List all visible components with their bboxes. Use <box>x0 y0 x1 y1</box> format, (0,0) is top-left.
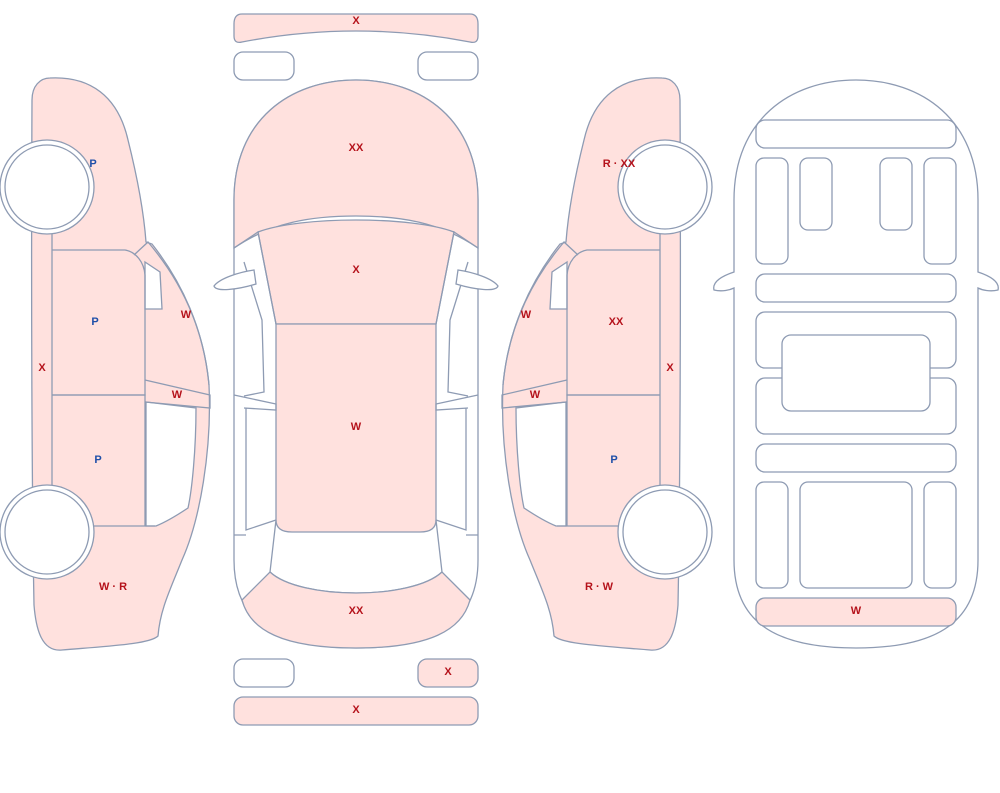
code-left-rear-door: P <box>94 454 101 466</box>
underside-left-inner-block[interactable] <box>799 157 833 231</box>
underside-front-bar[interactable] <box>755 119 957 149</box>
code-hood: XX <box>349 142 364 154</box>
underside-right-front-rail[interactable] <box>923 157 957 265</box>
code-rear-right-pad: X <box>444 666 452 678</box>
code-windshield: X <box>352 264 360 276</box>
top-left-mirror[interactable] <box>213 269 257 291</box>
rear-right-pad[interactable] <box>417 658 479 688</box>
underside-right-rear-rail[interactable] <box>923 481 957 589</box>
underside-rear-floor[interactable] <box>799 481 913 589</box>
underside-center-tunnel[interactable] <box>781 334 931 412</box>
left-side-view: P P P X W W W · R <box>0 77 211 651</box>
code-roof: W <box>351 421 362 433</box>
rear-bumper[interactable] <box>241 571 471 649</box>
right-b-pillar-outline <box>501 379 568 409</box>
underside-left-rear-rail[interactable] <box>755 481 789 589</box>
bottom-left-pad[interactable] <box>233 658 295 688</box>
underside-rear-panel[interactable] <box>755 597 957 627</box>
code-underside-rear-panel: W <box>851 605 862 617</box>
right-front-door-outline <box>566 249 660 396</box>
top-right-pillars <box>435 230 479 536</box>
code-rear-bumper: XX <box>349 605 364 617</box>
left-rear-window-cutout <box>145 401 197 527</box>
bottom-bar[interactable] <box>233 696 479 726</box>
code-right-b-pillar: W <box>530 389 541 401</box>
hood[interactable] <box>233 79 479 250</box>
code-left-upper-frame: W <box>181 309 192 321</box>
code-right-front-fender: R · XX <box>603 158 636 170</box>
code-trunk-spoiler: X <box>352 15 360 27</box>
left-upper-frame-outline <box>133 241 210 386</box>
code-right-upper-frame: W <box>521 309 532 321</box>
trunk-spoiler[interactable] <box>233 13 479 44</box>
top-view: X XX X W XX X X <box>213 13 499 726</box>
code-right-front-door: XX <box>609 316 624 328</box>
code-left-rear-quarter: W · R <box>99 581 127 593</box>
left-front-door-outline <box>52 249 146 396</box>
code-left-sill: X <box>38 362 46 374</box>
underside-front-crossmember[interactable] <box>755 273 957 303</box>
right-upper-frame-outline <box>502 241 579 386</box>
top-left-pillars <box>233 230 277 536</box>
code-left-front-door: P <box>91 316 98 328</box>
left-front-wheel <box>0 139 95 235</box>
top-right-pad[interactable] <box>417 51 479 81</box>
right-front-wheel <box>617 139 713 235</box>
top-right-mirror[interactable] <box>455 269 499 291</box>
top-left-pad[interactable] <box>233 51 295 81</box>
left-rear-wheel <box>0 484 95 580</box>
code-bottom-bar: X <box>352 704 360 716</box>
underside-rear-crossmember[interactable] <box>755 443 957 473</box>
underside-view: W <box>713 79 999 649</box>
right-rear-window-cutout <box>515 401 567 527</box>
code-right-sill: X <box>666 362 674 374</box>
left-b-pillar-outline <box>144 379 211 409</box>
code-right-rear-door: P <box>610 454 617 466</box>
right-rear-wheel <box>617 484 713 580</box>
underside-left-front-rail[interactable] <box>755 157 789 265</box>
code-left-b-pillar: W <box>172 389 183 401</box>
code-right-rear-quarter: R · W <box>585 581 614 593</box>
code-left-front-fender: P <box>89 158 96 170</box>
underside-right-inner-block[interactable] <box>879 157 913 231</box>
right-side-view: R · XX XX P X W W R · W <box>501 77 713 651</box>
